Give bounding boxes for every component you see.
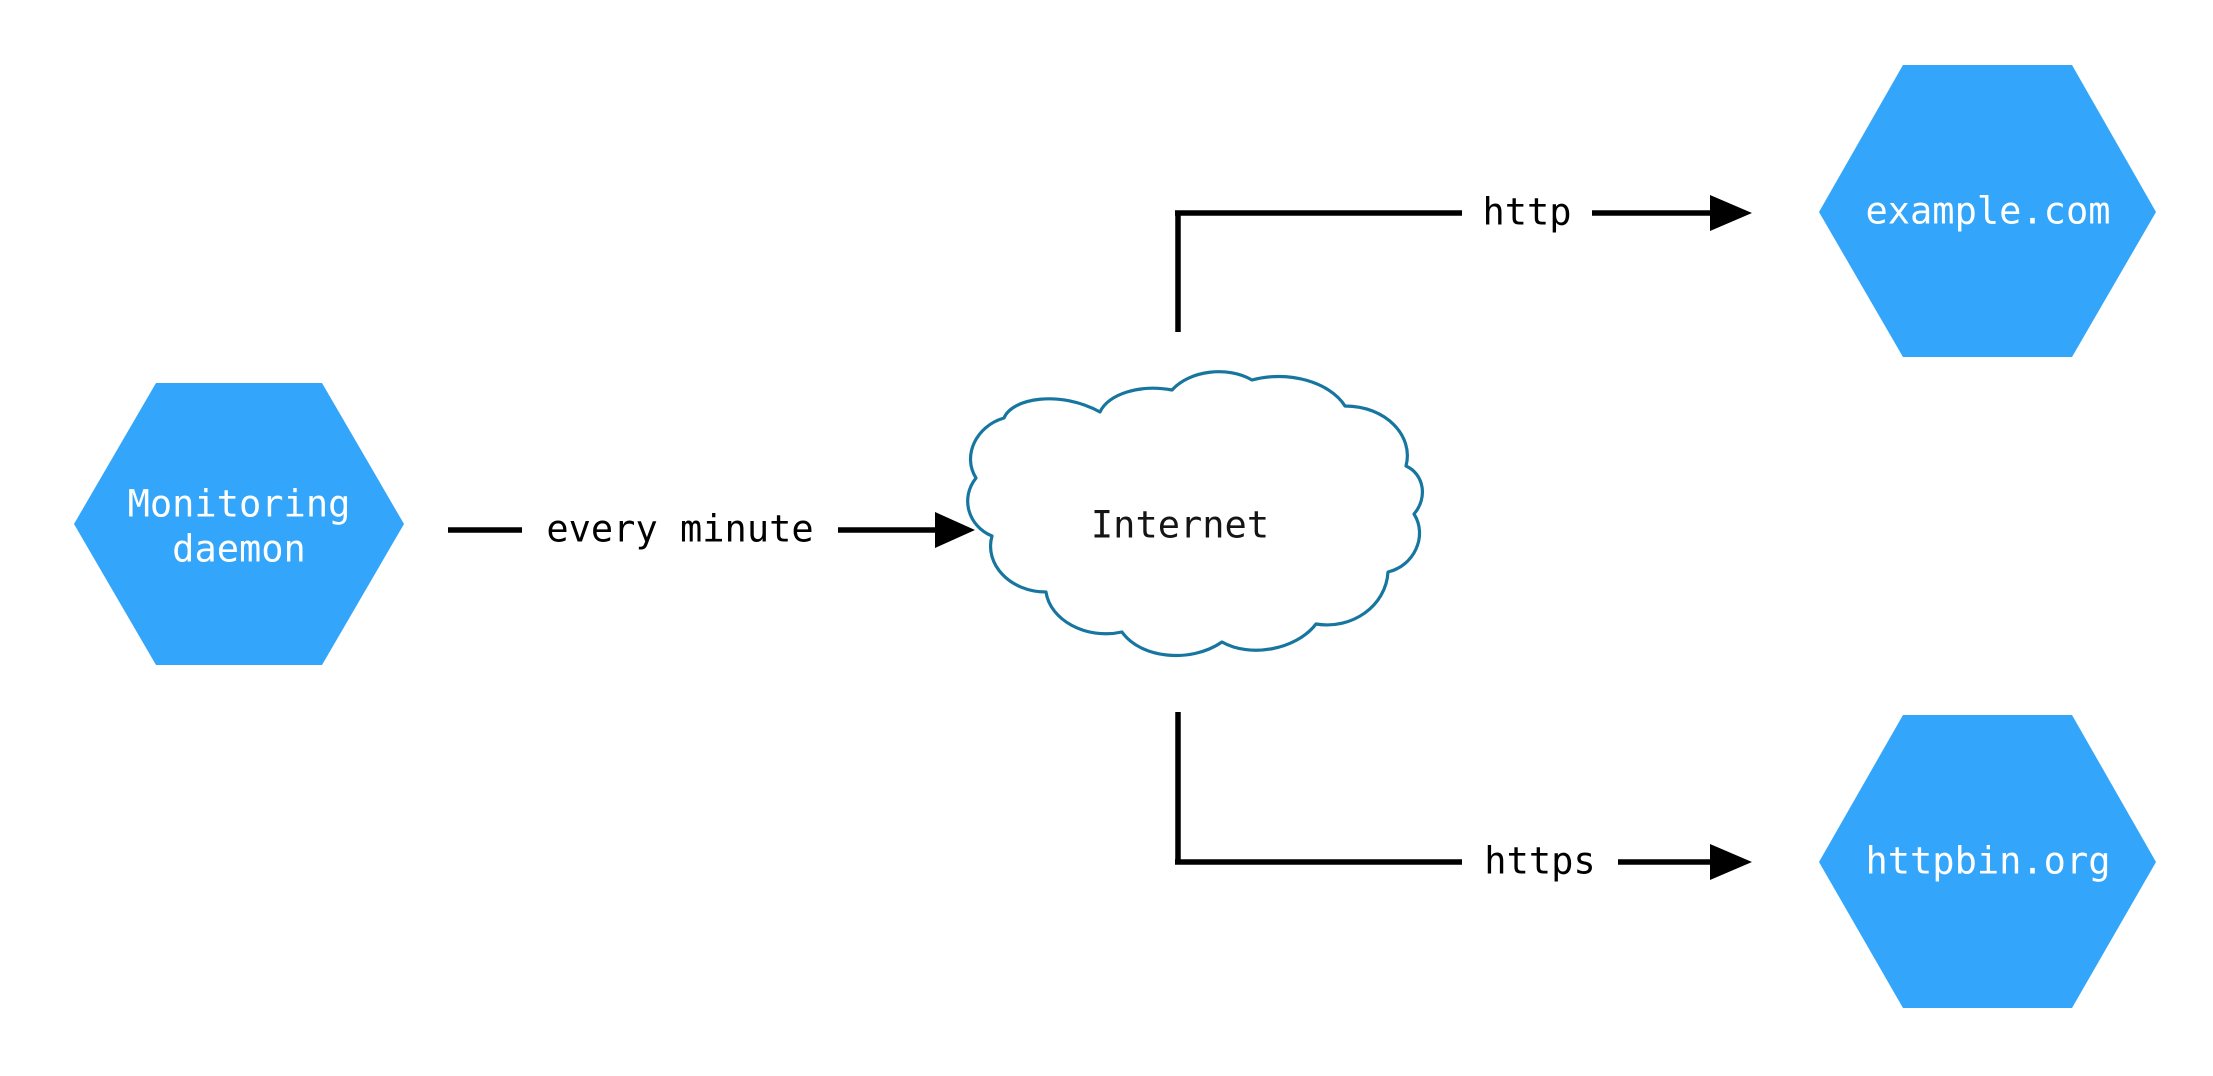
node-label-monitoring-daemon-line1: Monitoring [128,483,351,526]
node-internet[interactable]: Internet [966,370,1424,657]
node-example-com[interactable]: example.com [1819,65,2156,357]
node-label-example-com: example.com [1865,190,2110,233]
edge-daemon-to-internet[interactable]: every minute [448,508,975,551]
node-httpbin-org[interactable]: httpbin.org [1819,715,2156,1008]
edge-internet-to-httpbin[interactable]: https [1175,712,1752,883]
arrow-head-icon [935,512,975,548]
node-label-internet: Internet [1091,504,1269,547]
hexagon-shape [1819,715,2156,1008]
node-monitoring-daemon[interactable]: Monitoring daemon [74,383,404,665]
node-label-httpbin-org: httpbin.org [1865,840,2110,883]
arrow-head-icon [1710,844,1752,880]
edge-label-http: http [1482,191,1571,234]
edge-label-https: https [1484,840,1595,883]
cloud-shape [966,370,1424,657]
arrow-head-icon [1710,195,1752,231]
node-label-monitoring-daemon-line2: daemon [172,528,306,571]
hexagon-shape [74,383,404,665]
edge-label-every-minute: every minute [546,508,813,551]
edge-internet-to-example[interactable]: http [1175,191,1752,333]
hexagon-shape [1819,65,2156,357]
